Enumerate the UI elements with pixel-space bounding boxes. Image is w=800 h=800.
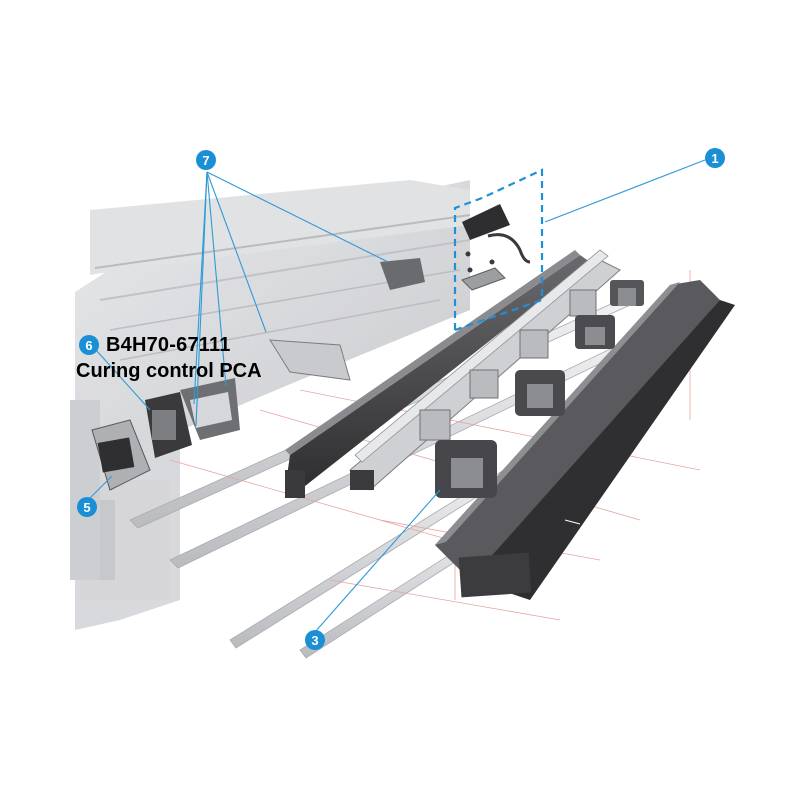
svg-text:1: 1: [711, 151, 718, 166]
svg-text:7: 7: [202, 153, 209, 168]
leader-lines: [87, 159, 706, 633]
part-number-label: B4H70-67111: [106, 334, 231, 356]
callout-5: 5: [77, 497, 97, 517]
side-cover-part: [285, 250, 590, 498]
callout-7: 7: [196, 150, 216, 170]
callout-3: 3: [305, 630, 325, 650]
svg-text:3: 3: [311, 633, 318, 648]
left-pca-assemblies: [91, 258, 425, 491]
dashed-assembly-group: [453, 168, 544, 332]
bracket-modules: [435, 280, 644, 498]
carriage-rail-part: [349, 249, 621, 491]
callout-1: 1: [705, 148, 725, 168]
svg-text:6: 6: [85, 338, 92, 353]
svg-text:5: 5: [83, 500, 90, 515]
callout-6: 6: [79, 335, 99, 355]
part-name-label: Curing control PCA: [76, 360, 262, 382]
